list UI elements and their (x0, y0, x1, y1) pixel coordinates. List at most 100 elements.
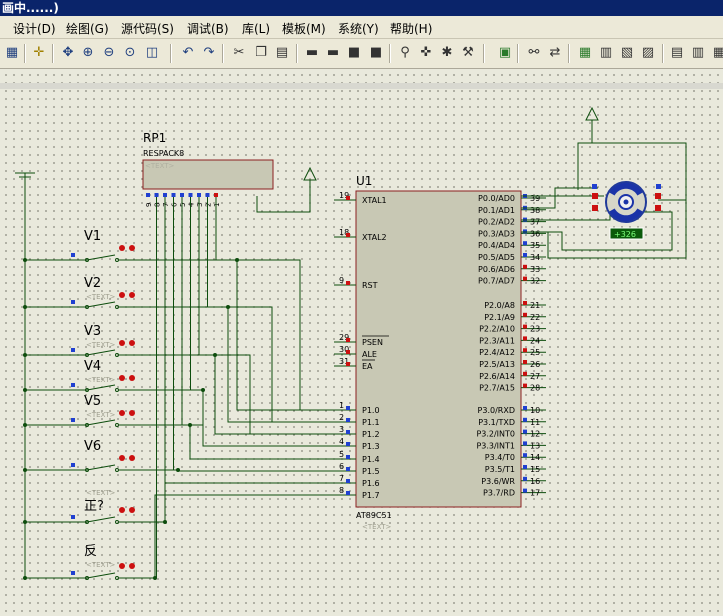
u1-pin-number: 8 (339, 486, 344, 495)
netlist-icon[interactable]: ▥ (691, 45, 705, 60)
switch-button-cap[interactable] (129, 340, 135, 346)
pick-device-icon[interactable]: ⚲ (400, 45, 410, 60)
menu-template[interactable]: 模板(M) (282, 22, 326, 36)
ares-icon[interactable]: ▦ (712, 45, 723, 60)
menu-library[interactable]: 库(L) (242, 22, 271, 36)
switch-button-cap[interactable] (129, 410, 135, 416)
switch-button-cap[interactable] (129, 375, 135, 381)
toolbar-separator (568, 44, 570, 63)
u1-pin-name: P3.2/INT0 (476, 430, 515, 439)
electrical-check-icon[interactable]: ▤ (670, 45, 684, 60)
u1-pin-number: 2 (339, 413, 344, 422)
stepper-motor[interactable]: +326 (521, 106, 687, 259)
u1-pin-name: P1.6 (362, 479, 380, 488)
switch-rows: V1V2<TEXT>V3<TEXT>V4<TEXT>V5<TEXT>V6正?<T… (23, 229, 239, 580)
wire-autoroute-icon[interactable]: ▣ (498, 45, 512, 60)
search-icon[interactable]: ⚯ (528, 45, 540, 60)
zoom-all-icon[interactable]: ⊙ (124, 45, 136, 60)
design-explorer-icon[interactable]: ▦ (578, 45, 592, 60)
zoom-area-icon[interactable]: ◫ (145, 45, 159, 60)
u1-pin-number: 17 (530, 489, 540, 498)
menu-system[interactable]: 系统(Y) (338, 22, 379, 36)
rp1-pin-number: 9 (145, 203, 153, 207)
switch-text-placeholder: <TEXT> (86, 411, 116, 419)
u1-pin-marker (523, 360, 527, 364)
undo-icon[interactable]: ↶ (182, 45, 194, 60)
u1-pin-name: P3.3/INT1 (476, 441, 515, 450)
u1-pin-number: 19 (339, 191, 349, 200)
switch-button-cap[interactable] (129, 245, 135, 251)
bus-wire (198, 197, 215, 356)
paste-icon[interactable]: ▤ (275, 45, 289, 60)
u1-pin-number: 9 (339, 276, 344, 285)
u1-pin-marker (346, 418, 350, 422)
switch-pin-marker (71, 571, 75, 575)
menu-help[interactable]: 帮助(H) (390, 22, 433, 36)
switch-button-cap[interactable] (119, 563, 125, 569)
switch-button-cap[interactable] (129, 507, 135, 513)
switch-button-cap[interactable] (119, 375, 125, 381)
switch-button-cap[interactable] (119, 245, 125, 251)
rp1-pin-marker (163, 193, 167, 197)
wires (154, 197, 334, 579)
u1-pin-number: 30 (339, 345, 349, 354)
menu-debug[interactable]: 调试(B) (187, 22, 229, 36)
cut-icon[interactable]: ✂ (233, 45, 245, 60)
make-device-icon[interactable]: ✜ (420, 45, 432, 60)
switch-button-cap[interactable] (129, 292, 135, 298)
port-wire (202, 390, 334, 447)
port-wire (237, 259, 301, 410)
property-assign-icon[interactable]: ⇄ (549, 45, 561, 60)
switch-contact (85, 305, 89, 309)
block-move-icon[interactable]: ▬ (326, 45, 340, 60)
u1-pin-name: P0.5/AD5 (478, 253, 515, 262)
u1-pin-marker (523, 264, 527, 269)
zoom-out-icon[interactable]: ⊖ (103, 45, 115, 60)
u1-pin-name: P3.7/RD (483, 489, 515, 498)
switch-pin-marker (71, 348, 75, 352)
u1-pin-marker (523, 301, 527, 305)
switch-blade (86, 384, 116, 391)
switch-button-cap[interactable] (119, 292, 125, 298)
copy-icon[interactable]: ❐ (255, 45, 267, 60)
switch-button-cap[interactable] (119, 340, 125, 346)
rp1-respack[interactable]: RP1 RESPACK8 <TEXT> (142, 131, 274, 190)
u1-pin-name: P2.4/A12 (479, 348, 515, 357)
grid-icon[interactable]: ▦ (5, 45, 19, 60)
switch-button-cap[interactable] (129, 563, 135, 569)
package-tool-icon[interactable]: ✱ (441, 45, 453, 60)
switch-button-cap[interactable] (129, 455, 135, 461)
block-rotate-icon[interactable]: ■ (347, 45, 361, 60)
bill-of-materials-icon[interactable]: ▨ (641, 45, 655, 60)
pan-icon[interactable]: ✥ (62, 45, 74, 60)
u1-pin-number: 22 (530, 313, 540, 322)
menu-design[interactable]: 设计(D) (13, 22, 56, 36)
horizontal-scroll-track[interactable] (0, 83, 723, 89)
u1-pin-number: 29 (339, 333, 349, 342)
vcc-terminal-rp1 (256, 166, 317, 213)
menu-source[interactable]: 源代码(S) (121, 22, 174, 36)
origin-icon[interactable]: ✛ (33, 45, 45, 60)
u1-pin-name: ALE (362, 350, 377, 359)
switch-text-placeholder: <TEXT> (86, 376, 116, 384)
motor-readout-box (609, 227, 644, 240)
menu-draw[interactable]: 绘图(G) (66, 22, 109, 36)
switch-button-cap[interactable] (119, 455, 125, 461)
u1-pin-marker (523, 476, 527, 481)
remove-sheet-icon[interactable]: ▧ (620, 45, 634, 60)
u1-pin-name: P2.3/A11 (479, 336, 515, 345)
block-delete-icon[interactable]: ■ (369, 45, 383, 60)
u1-microcontroller[interactable]: U1 AT89C51 <TEXT> (355, 174, 522, 531)
u1-pin-number: 7 (339, 474, 344, 483)
u1-pin-number: 10 (530, 406, 540, 415)
redo-icon[interactable]: ↷ (203, 45, 215, 60)
new-sheet-icon[interactable]: ▥ (599, 45, 613, 60)
switch-button-cap[interactable] (119, 410, 125, 416)
zoom-in-icon[interactable]: ⊕ (82, 45, 94, 60)
u1-pin-number: 23 (530, 325, 540, 334)
u1-pin-number: 38 (530, 206, 540, 215)
block-copy-icon[interactable]: ▬ (305, 45, 319, 60)
switch-button-cap[interactable] (119, 507, 125, 513)
decompose-icon[interactable]: ⚒ (462, 45, 474, 60)
